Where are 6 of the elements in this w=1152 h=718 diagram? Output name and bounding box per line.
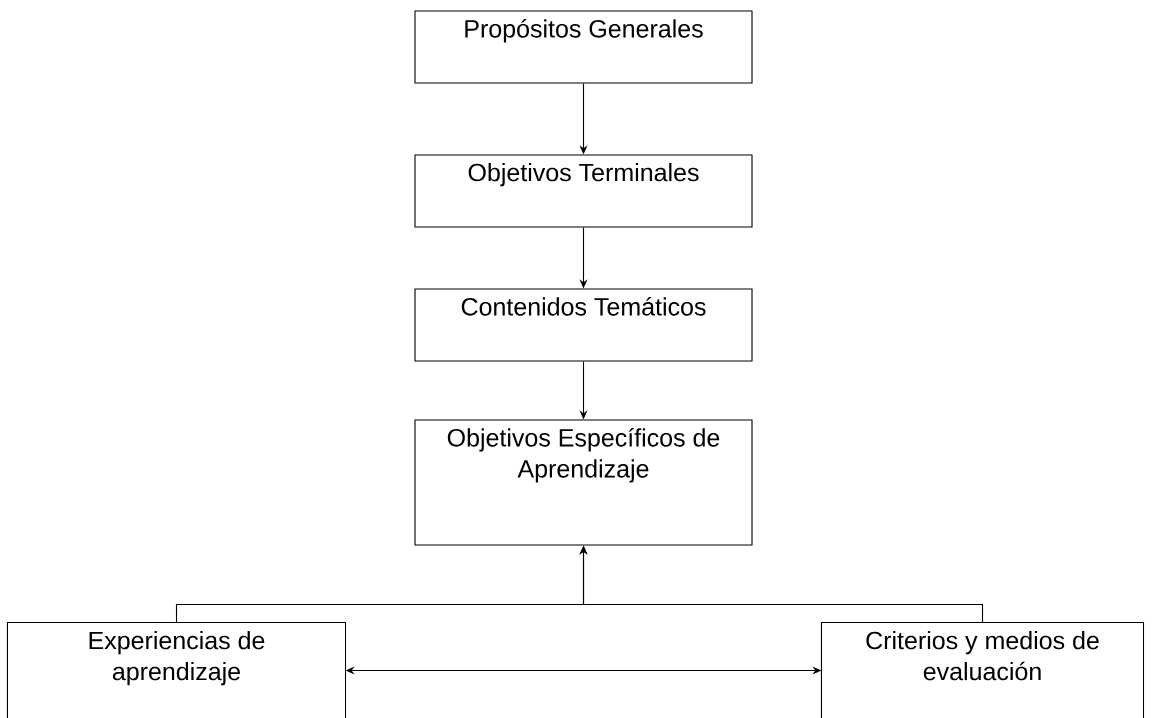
- process-box: Criterios y medios de evaluación: [820, 621, 1145, 718]
- process-box: Experiencias de aprendizaje: [6, 621, 347, 718]
- process-box: Propósitos Generales: [414, 10, 753, 84]
- process-box: Objetivos Terminales: [414, 154, 753, 228]
- process-box: Contenidos Temáticos: [414, 288, 753, 362]
- process-box: Objetivos Específicos de Aprendizaje: [414, 419, 753, 546]
